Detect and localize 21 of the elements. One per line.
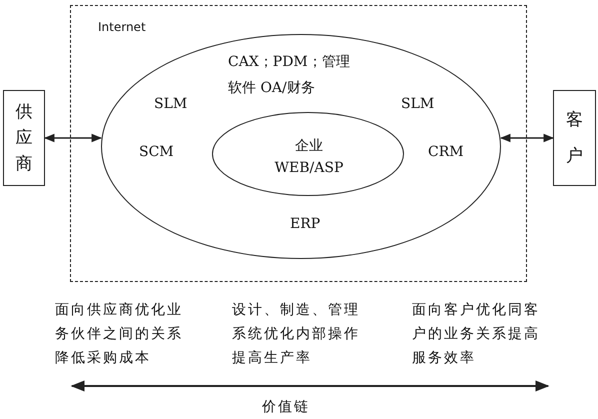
system-label: SLM	[401, 95, 434, 113]
node-label: 供应商	[15, 101, 33, 176]
node-label: 企业 WEB/ASP	[274, 137, 344, 178]
system-label: CAX；PDM；管理软件 OA/财务	[228, 53, 351, 98]
supplier-box	[3, 90, 45, 186]
description-text: 设计、制造、管理系统优化内部操作提高生产率	[232, 301, 361, 368]
description-text: 面向供应商优化业务伙伴之间的关系降低采购成本	[55, 301, 184, 368]
arrow	[44, 134, 102, 142]
system-label: SCM	[139, 143, 174, 161]
outer-ellipse	[101, 34, 501, 259]
internet-boundary	[70, 5, 527, 282]
system-label: SLM	[154, 95, 188, 113]
boundary-title: Internet	[98, 19, 146, 36]
arrow	[500, 134, 554, 142]
system-label: CRM	[428, 143, 464, 161]
axis-label: 价值链	[262, 398, 311, 417]
node-label: 客户	[566, 109, 584, 168]
customer-box	[553, 90, 596, 186]
inner-ellipse	[212, 112, 404, 196]
description-text: 面向客户优化同客户的业务关系提高服务效率	[412, 301, 541, 368]
system-label: ERP	[290, 215, 320, 233]
